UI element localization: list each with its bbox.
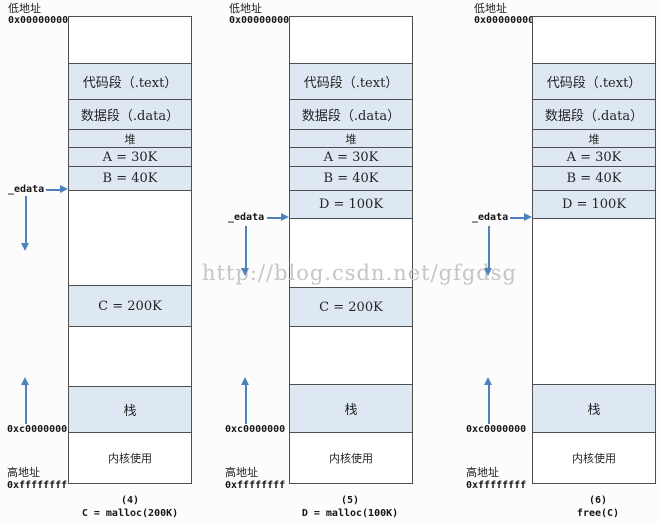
operation-caption: free(C) (576, 508, 620, 519)
edata-arrow-icon (281, 213, 289, 221)
memory-box: 代码段（.text） 数据段（.data） 堆 A = 30K B = 40K … (289, 16, 413, 484)
data-segment: 数据段（.data） (533, 100, 655, 130)
stack-segment: 栈 (69, 387, 191, 433)
edata-label: _edata (8, 184, 45, 195)
stack-grow-arrow-icon (21, 377, 29, 385)
free-gap (69, 327, 191, 387)
edata-label: _edata (472, 212, 509, 223)
edata-arrow-line (510, 217, 525, 219)
heap-segment: 堆 (69, 130, 191, 148)
stack-grow-arrow-line (488, 385, 490, 424)
free-gap (290, 219, 412, 288)
block-b: B = 40K (69, 167, 191, 191)
watermark: http://blog.csdn.net/gfgdsg (202, 261, 517, 285)
text-segment: 代码段（.text） (290, 64, 412, 100)
stack-grow-arrow-icon (241, 377, 249, 385)
block-a: A = 30K (69, 148, 191, 167)
high-address-value: 0xffffffff (466, 480, 527, 491)
high-address-value: 0xffffffff (7, 480, 68, 491)
block-a: A = 30K (290, 148, 412, 167)
low-address-label: 低地址 (474, 2, 507, 15)
block-a: A = 30K (533, 148, 655, 167)
stack-segment: 栈 (533, 385, 655, 433)
block-b: B = 40K (533, 167, 655, 191)
data-segment: 数据段（.data） (69, 100, 191, 130)
low-address-label: 低地址 (8, 2, 41, 15)
block-d: D = 100K (533, 191, 655, 219)
block-c: C = 200K (69, 286, 191, 327)
stack-grow-arrow-line (245, 385, 247, 424)
stack-grow-arrow-line (25, 385, 27, 424)
kernel-segment: 内核使用 (108, 452, 152, 465)
operation-caption: C = malloc(200K) (81, 508, 179, 519)
text-segment: 代码段（.text） (69, 64, 191, 100)
heap-segment: 堆 (533, 130, 655, 148)
block-b: B = 40K (290, 167, 412, 191)
high-address-label: 高地址 (466, 466, 499, 479)
text-segment: 代码段（.text） (533, 64, 655, 100)
low-address-value: 0x00000000 (229, 15, 290, 26)
heap-segment: 堆 (290, 130, 412, 148)
block-c: C = 200K (290, 288, 412, 327)
free-gap (290, 327, 412, 385)
heap-grow-arrow-line (488, 226, 490, 268)
heap-grow-arrow-icon (21, 243, 29, 251)
stack-segment: 栈 (290, 385, 412, 433)
edata-arrow-icon (524, 213, 532, 221)
data-segment: 数据段（.data） (290, 100, 412, 130)
unused-top-segment (290, 17, 412, 64)
unused-top-segment (533, 17, 655, 64)
heap-grow-arrow-line (245, 226, 247, 268)
edata-arrow-line (46, 189, 61, 191)
high-address-label: 高地址 (7, 466, 40, 479)
block-d: D = 100K (290, 191, 412, 219)
high-address-value: 0xffffffff (225, 480, 286, 491)
kernel-boundary-value: 0xc0000000 (225, 424, 286, 435)
step-caption: (6) (588, 495, 608, 506)
free-gap (533, 219, 655, 385)
kernel-segment: 内核使用 (572, 452, 616, 465)
operation-caption: D = malloc(100K) (301, 508, 399, 519)
step-caption: (4) (120, 495, 140, 506)
kernel-boundary-value: 0xc0000000 (466, 424, 527, 435)
heap-grow-arrow-line (25, 196, 27, 243)
unused-top-segment (69, 17, 191, 64)
memory-box: 代码段（.text） 数据段（.data） 堆 A = 30K B = 40K … (68, 16, 192, 484)
edata-arrow-line (267, 217, 282, 219)
kernel-segment: 内核使用 (329, 452, 373, 465)
memory-box: 代码段（.text） 数据段（.data） 堆 A = 30K B = 40K … (532, 16, 656, 484)
free-gap (69, 191, 191, 286)
low-address-label: 低地址 (229, 2, 262, 15)
edata-label: _edata (228, 212, 265, 223)
low-address-value: 0x00000000 (474, 15, 535, 26)
high-address-label: 高地址 (225, 466, 258, 479)
kernel-boundary-value: 0xc0000000 (7, 424, 68, 435)
edata-arrow-icon (60, 185, 68, 193)
heap-grow-arrow-icon (484, 268, 492, 276)
step-caption: (5) (340, 495, 360, 506)
low-address-value: 0x00000000 (8, 15, 69, 26)
stack-grow-arrow-icon (484, 377, 492, 385)
heap-grow-arrow-icon (241, 268, 249, 276)
